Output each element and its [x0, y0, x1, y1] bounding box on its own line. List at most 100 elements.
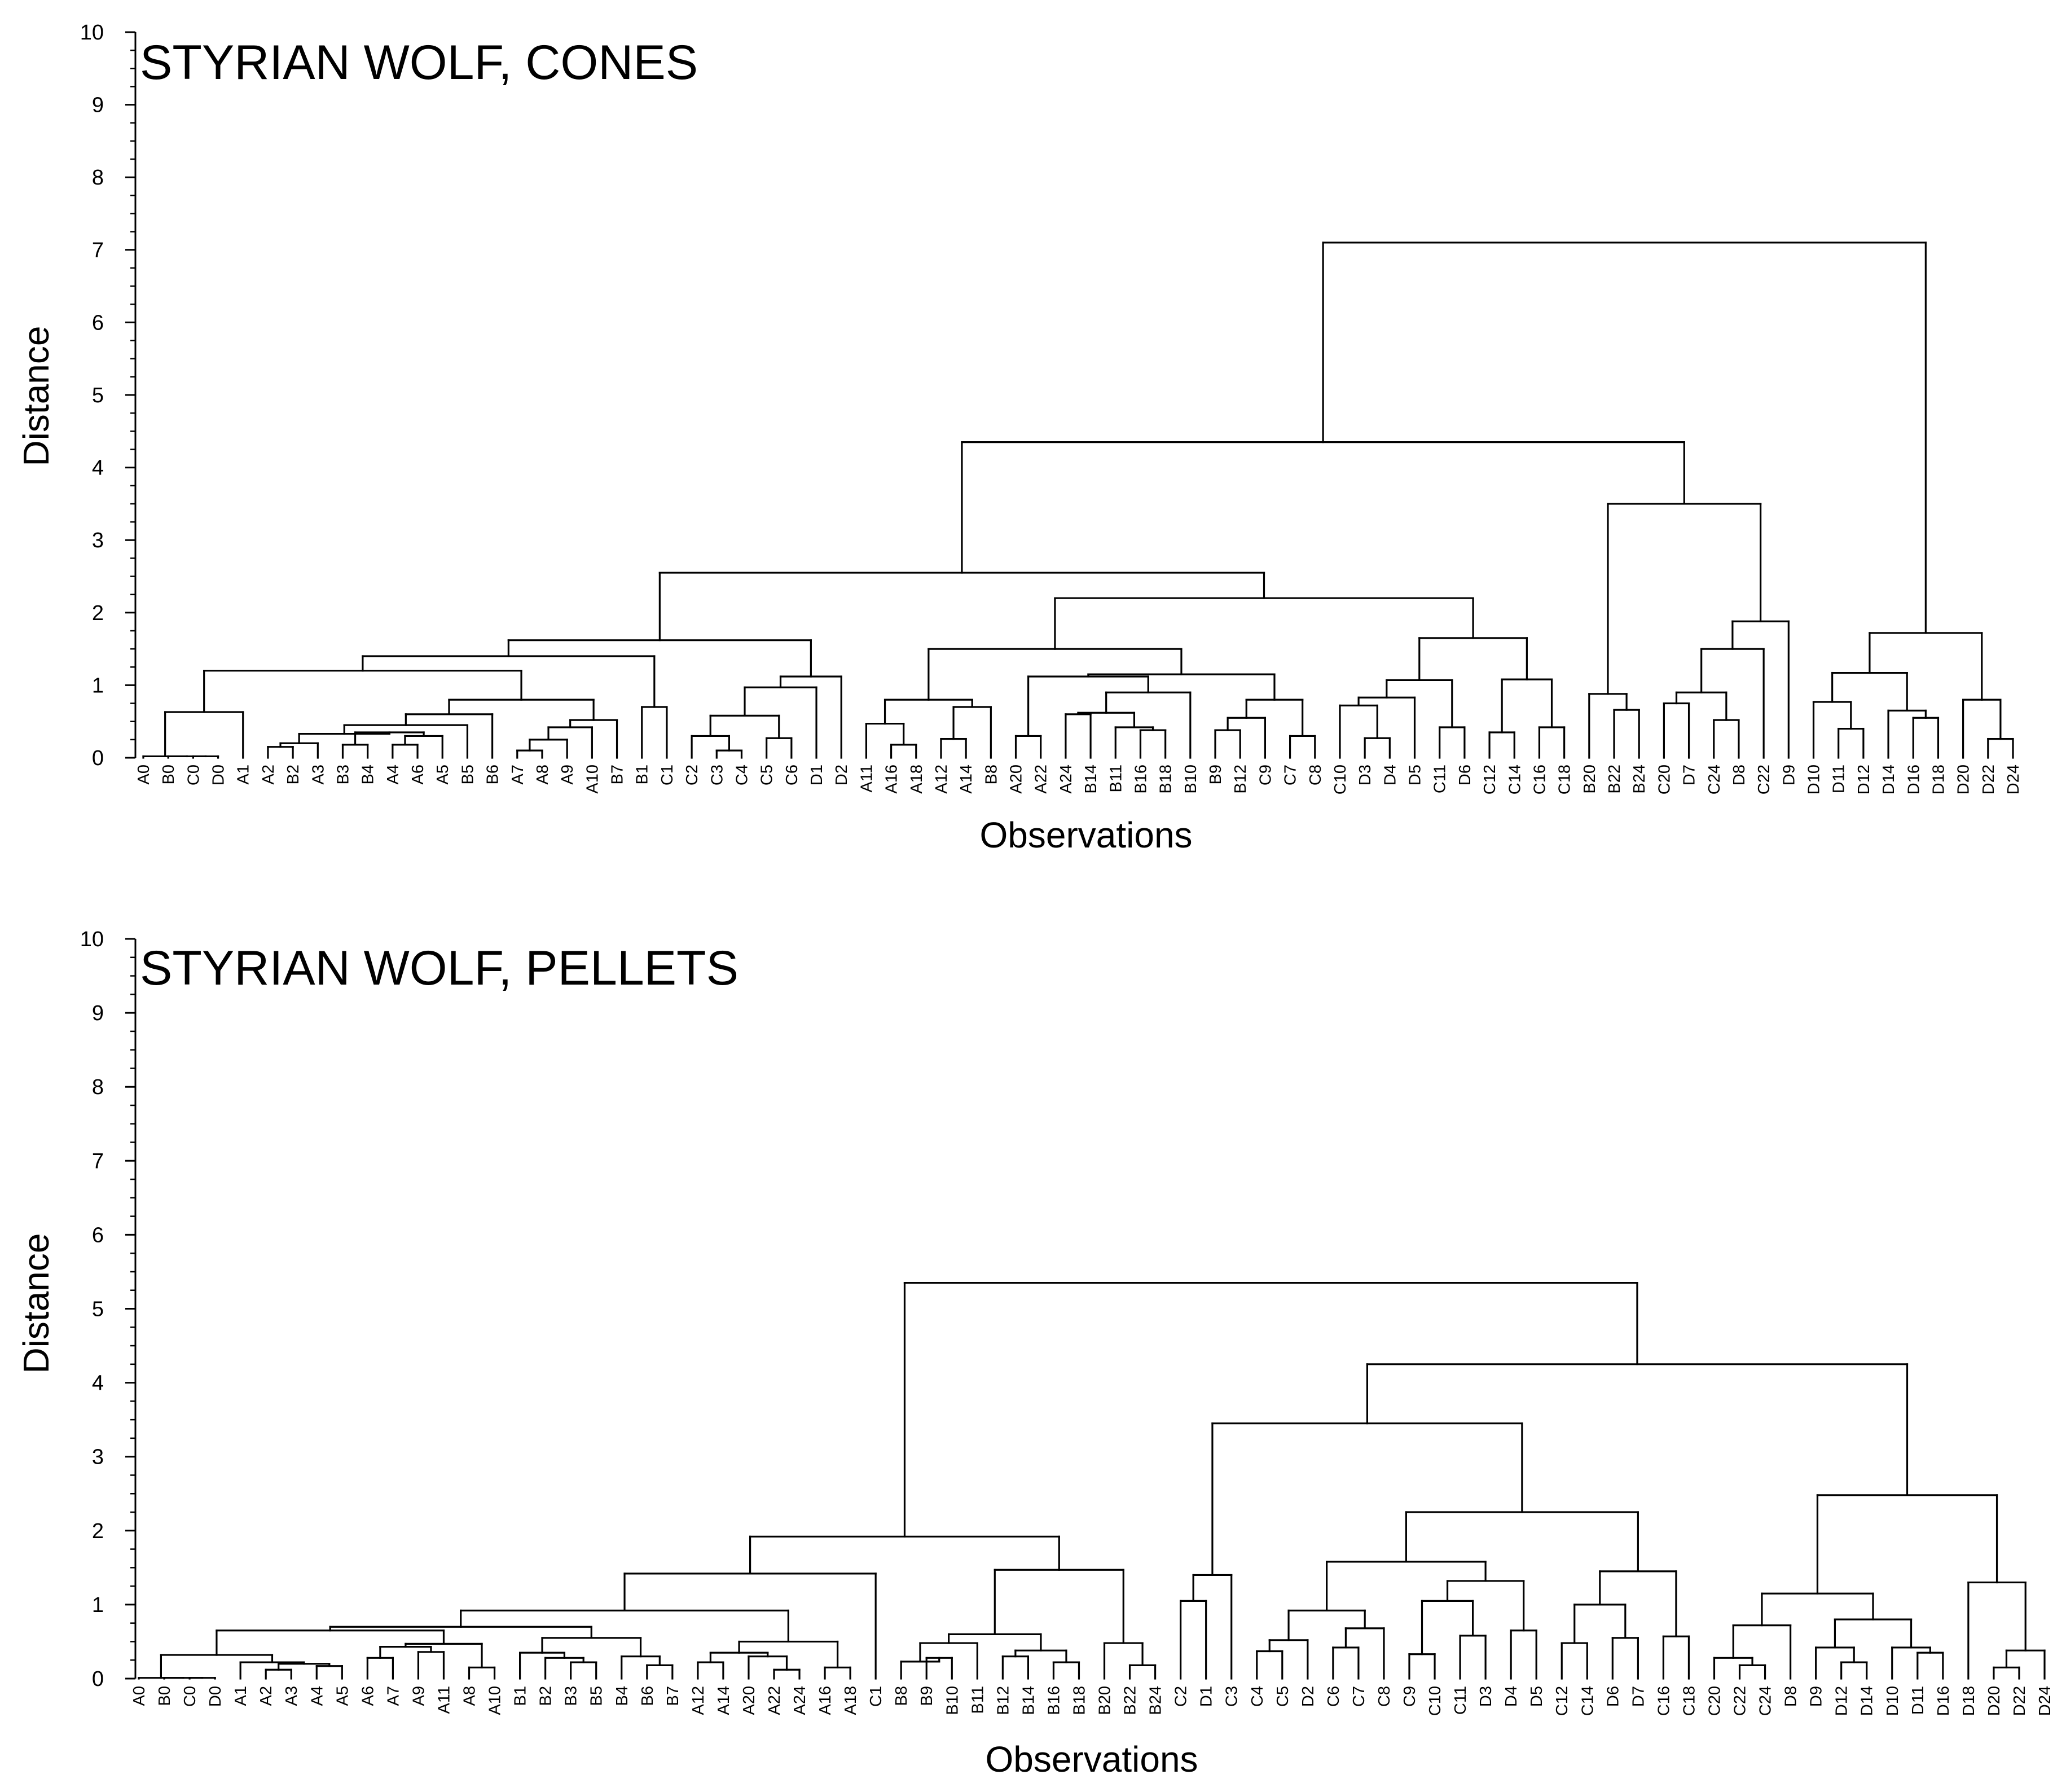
- leaf-label: D14: [1858, 1686, 1876, 1716]
- y-tick-label: 4: [92, 1372, 104, 1395]
- leaf-label: C4: [1249, 1686, 1267, 1707]
- leaf-label: B12: [994, 1686, 1012, 1715]
- leaf-label: B2: [537, 1686, 555, 1706]
- leaf-label: A11: [858, 765, 876, 792]
- leaf-label: A5: [434, 765, 452, 784]
- y-tick-label: 10: [80, 928, 104, 951]
- leaf-label: D2: [1299, 1686, 1317, 1707]
- leaf-label: C9: [1401, 1686, 1419, 1707]
- leaf-label: A22: [766, 1686, 784, 1715]
- leaf-label: C16: [1655, 1686, 1673, 1716]
- leaf-label: D1: [1198, 1686, 1216, 1707]
- x-axis-label-pellets: Observations: [985, 1739, 1198, 1780]
- leaf-label: B7: [664, 1686, 682, 1706]
- y-tick-label: 7: [92, 239, 104, 262]
- leaf-label: C20: [1705, 1686, 1724, 1716]
- leaf-label: A16: [883, 765, 901, 794]
- leaf-label: B16: [1132, 765, 1150, 794]
- leaf-label: C11: [1431, 765, 1449, 793]
- leaf-label: D4: [1381, 765, 1399, 785]
- leaf-label: D11: [1909, 1686, 1927, 1715]
- leaf-label: C9: [1256, 765, 1274, 785]
- leaf-label: A3: [309, 765, 327, 784]
- leaf-label: B18: [1157, 765, 1175, 794]
- leaf-label: D22: [2011, 1686, 2029, 1716]
- leaf-label: B18: [1070, 1686, 1088, 1715]
- leaf-label: B12: [1232, 765, 1250, 794]
- leaf-label: C8: [1307, 765, 1325, 785]
- leaf-label: C6: [783, 765, 801, 785]
- y-tick-label: 0: [92, 746, 104, 770]
- leaf-label: B0: [160, 765, 178, 784]
- leaf-label: D18: [1929, 765, 1948, 794]
- leaf-label: A22: [1032, 765, 1050, 794]
- leaf-label: C22: [1731, 1686, 1749, 1716]
- x-axis-label-cones: Observations: [979, 815, 1192, 855]
- leaf-label: C14: [1506, 765, 1524, 794]
- leaf-label: A10: [583, 765, 601, 794]
- leaf-label: D20: [1955, 765, 1973, 794]
- leaf-label: C14: [1579, 1686, 1597, 1716]
- leaf-label: A7: [384, 1686, 402, 1706]
- y-tick-label: 5: [92, 384, 104, 407]
- leaf-label: B14: [1019, 1686, 1038, 1715]
- leaf-label: B4: [359, 765, 377, 784]
- y-tick-label: 6: [92, 311, 104, 335]
- leaf-label: A3: [283, 1686, 301, 1706]
- leaf-label: B10: [1182, 765, 1200, 794]
- leaf-label: B2: [284, 765, 302, 784]
- leaf-label: B24: [1147, 1686, 1165, 1715]
- leaf-label: D8: [1730, 765, 1748, 785]
- leaf-label: D10: [1884, 1686, 1902, 1716]
- y-tick-label: 7: [92, 1149, 104, 1173]
- y-tick-label: 0: [92, 1667, 104, 1691]
- leaf-label: C3: [708, 765, 726, 785]
- y-axis-label-pellets: Distance: [16, 1233, 56, 1374]
- leaf-label: B16: [1045, 1686, 1063, 1715]
- leaf-label: A0: [135, 765, 153, 784]
- leaf-label: C24: [1705, 765, 1724, 794]
- y-tick-label: 5: [92, 1298, 104, 1321]
- leaf-label: B1: [512, 1686, 530, 1706]
- leaf-label: C4: [733, 765, 751, 785]
- y-tick-label: 2: [92, 1519, 104, 1543]
- leaf-label: D2: [833, 765, 851, 785]
- leaf-label: A2: [260, 765, 278, 784]
- leaf-label: C1: [658, 765, 676, 785]
- leaf-label: C0: [181, 1686, 199, 1707]
- leaf-label: D3: [1477, 1686, 1495, 1707]
- leaf-label: A1: [235, 765, 253, 784]
- leaf-label: C0: [184, 765, 203, 785]
- y-tick-label: 8: [92, 166, 104, 190]
- y-tick-label: 2: [92, 601, 104, 625]
- leaf-label: C22: [1755, 765, 1773, 794]
- y-tick-label: 9: [92, 1002, 104, 1025]
- leaf-label: B22: [1606, 765, 1624, 794]
- leaf-label: B20: [1096, 1686, 1114, 1715]
- leaf-label: C3: [1223, 1686, 1241, 1707]
- leaf-label: B3: [334, 765, 352, 784]
- leaf-label: B6: [639, 1686, 657, 1706]
- leaf-label: A18: [908, 765, 926, 794]
- leaf-label: A14: [715, 1686, 733, 1715]
- leaf-label: D10: [1805, 765, 1823, 794]
- leaf-label: D5: [1528, 1686, 1546, 1707]
- leaf-label: B6: [484, 765, 502, 784]
- leaf-label: B14: [1082, 765, 1100, 794]
- leaf-label: B4: [613, 1686, 631, 1706]
- leaf-label: D9: [1808, 1686, 1826, 1707]
- leaf-label: C6: [1325, 1686, 1343, 1707]
- leaf-label: B5: [459, 765, 477, 784]
- dendrogram-panel-pellets: STYRIAN WOLF, PELLETS Observations Dista…: [16, 928, 2054, 1780]
- leaf-label: D12: [1855, 765, 1873, 794]
- leaf-label: D22: [1980, 765, 1998, 794]
- leaf-label: D0: [206, 1686, 225, 1707]
- leaf-label: C11: [1452, 1686, 1470, 1715]
- leaf-label: D18: [1960, 1686, 1978, 1716]
- leaf-label: D6: [1604, 1686, 1622, 1707]
- leaf-label: A0: [130, 1686, 148, 1706]
- y-tick-label: 10: [80, 21, 104, 45]
- leaf-label: C16: [1531, 765, 1549, 794]
- y-tick-label: 3: [92, 529, 104, 552]
- leaf-label: A5: [333, 1686, 351, 1706]
